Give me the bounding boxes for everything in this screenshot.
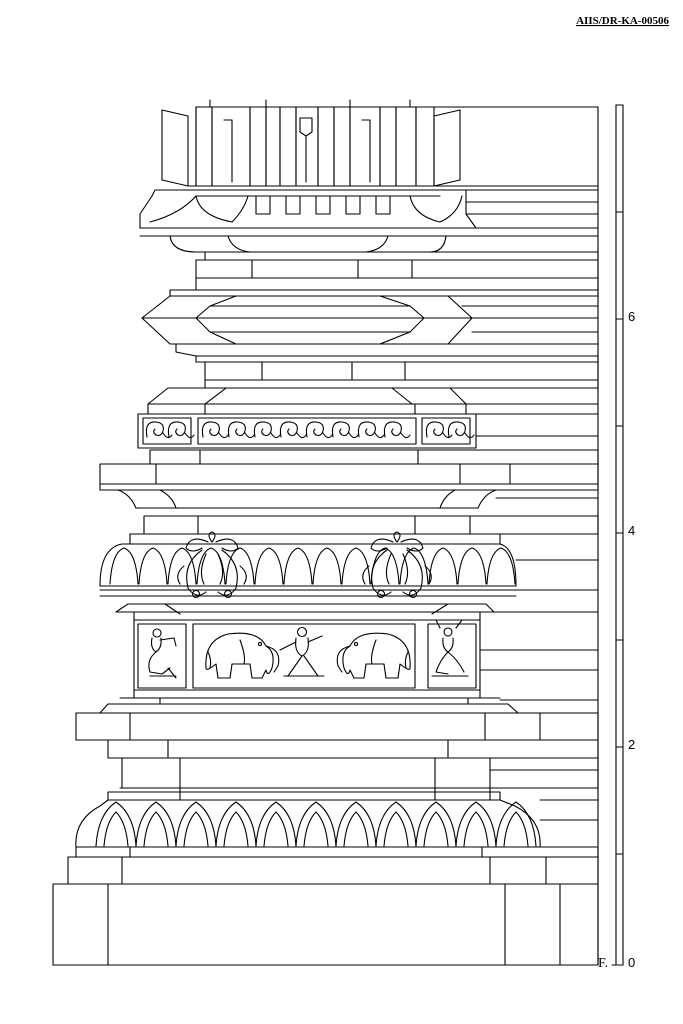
bracket-tooth (256, 196, 270, 214)
base-plinth (53, 847, 598, 965)
scroll-spiral (332, 422, 349, 437)
scroll-tendril (375, 433, 384, 438)
lotus-petals (96, 802, 536, 846)
bracket-tooth (376, 196, 390, 214)
cushion-flutes (110, 548, 515, 584)
lotus-petal-inner (104, 812, 128, 846)
cushion-flute (371, 548, 399, 584)
scroll-spiral (448, 422, 465, 437)
scroll-spiral (358, 422, 375, 437)
cushion-flute (342, 548, 370, 584)
mahout-figure (280, 628, 324, 677)
sculpted-frieze-panel (134, 620, 480, 698)
cushion-flute (139, 548, 167, 584)
scroll-tendril (185, 433, 194, 438)
cushion-flute (487, 548, 515, 584)
scale-ticks (612, 212, 623, 965)
floor-level-label: F. (598, 956, 608, 971)
lotus-petal (176, 802, 216, 846)
lotus-petal-inner (504, 812, 528, 846)
lotus-petal-inner (264, 812, 288, 846)
cushion-flute (313, 548, 341, 584)
top-bracket-blocks (162, 100, 598, 186)
cushion-flute (429, 548, 457, 584)
scroll-tendril (349, 433, 358, 438)
scroll-spiral (202, 422, 219, 437)
foliage-ornament-right (363, 532, 432, 598)
bracket-tooth (286, 196, 300, 214)
scroll-tendril (323, 433, 332, 438)
elephant-figure-right (337, 633, 410, 678)
lotus-petal (256, 802, 296, 846)
lotus-petal (136, 802, 176, 846)
scroll-spiral (426, 422, 443, 437)
frieze-cap (116, 604, 494, 620)
lotus-petal-inner (224, 812, 248, 846)
cushion-flute (255, 548, 283, 584)
drawing-code: AIIS/DR-KA-00506 (576, 15, 669, 27)
scroll-tendril (401, 433, 410, 438)
capital-upper-tiers (142, 236, 598, 414)
cushion-flute (197, 548, 225, 584)
cushion-flute (110, 548, 138, 584)
lotus-petal (416, 802, 456, 846)
scroll-spiral (228, 422, 245, 437)
cushion-flute (400, 548, 428, 584)
lotus-petal-inner (384, 812, 408, 846)
scroll-spiral (168, 422, 185, 437)
scroll-tendril (219, 433, 228, 438)
abacus-bracket (140, 190, 598, 236)
lower-block (76, 698, 598, 800)
cushion-flute (226, 548, 254, 584)
scroll-tendril (443, 433, 452, 438)
lotus-petal (496, 802, 536, 846)
scroll-tendril (271, 433, 280, 438)
scale-tick-label: 6 (628, 309, 635, 324)
scroll-tendril (163, 433, 172, 438)
scale-tick-label: 2 (628, 737, 635, 752)
scroll-spiral (384, 422, 401, 437)
elephant-figure-left (206, 633, 279, 678)
lotus-petal-inner (424, 812, 448, 846)
lotus-petal (296, 802, 336, 846)
lotus-petal (96, 802, 136, 846)
lotus-petal (216, 802, 256, 846)
lotus-petal (376, 802, 416, 846)
wall-courses (435, 186, 598, 820)
vertical-scale-bar: 6 4 2 0 F. (598, 105, 635, 971)
middle-tiers (100, 450, 598, 544)
lotus-petal (336, 802, 376, 846)
cushion-flute (458, 548, 486, 584)
scroll-spiral (254, 422, 271, 437)
scroll-spiral (306, 422, 323, 437)
scroll-tendril (297, 433, 306, 438)
lotus-petal-inner (464, 812, 488, 846)
scroll-frieze-band (138, 414, 476, 448)
bracket-tooth (346, 196, 360, 214)
scale-tick-label: 0 (628, 955, 635, 970)
cushion-flute (284, 548, 312, 584)
cushion-flute (168, 548, 196, 584)
dancer-figure-left (149, 629, 176, 678)
scroll-tendril (245, 433, 254, 438)
lotus-petal-moulding (76, 788, 540, 847)
cushion-moulding (100, 544, 516, 596)
lotus-petal-inner (144, 812, 168, 846)
lotus-petal-inner (184, 812, 208, 846)
lotus-petal-inner (344, 812, 368, 846)
scroll-spiral (280, 422, 297, 437)
scroll-tendril (465, 433, 474, 438)
scroll-spiral (146, 422, 163, 437)
bracket-teeth (256, 196, 390, 214)
foliage-ornament-left (178, 532, 247, 598)
dancer-figure-right (432, 620, 468, 676)
bracket-tooth (316, 196, 330, 214)
lotus-petal-inner (304, 812, 328, 846)
scroll-motifs (146, 422, 474, 438)
scale-tick-label: 4 (628, 523, 635, 538)
lotus-petal (456, 802, 496, 846)
